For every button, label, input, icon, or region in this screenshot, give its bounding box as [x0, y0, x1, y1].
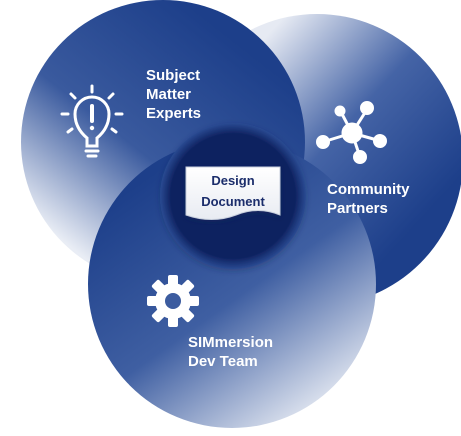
center-label-design-document: Design Document [190, 170, 276, 212]
label-line: Experts [146, 105, 202, 122]
label-community-partners: Community Partners [327, 180, 410, 218]
label-line: SIMmersion [188, 334, 274, 351]
gear-icon [147, 275, 199, 327]
network-icon [316, 101, 387, 164]
label-subject-matter-experts: Subject Matter Experts [146, 66, 201, 123]
label-line: Subject [146, 67, 201, 84]
label-simmersion-dev-team: SIMmersion Dev Team [188, 333, 273, 371]
document-icon [185, 166, 281, 220]
center-label-line: Design [211, 173, 255, 188]
label-line: Community [327, 181, 410, 198]
label-line: Partners [327, 200, 388, 217]
label-line: Dev Team [188, 353, 258, 370]
center-label-line: Document [201, 194, 265, 209]
lightbulb-icon [60, 84, 124, 158]
label-line: Matter [146, 86, 192, 103]
